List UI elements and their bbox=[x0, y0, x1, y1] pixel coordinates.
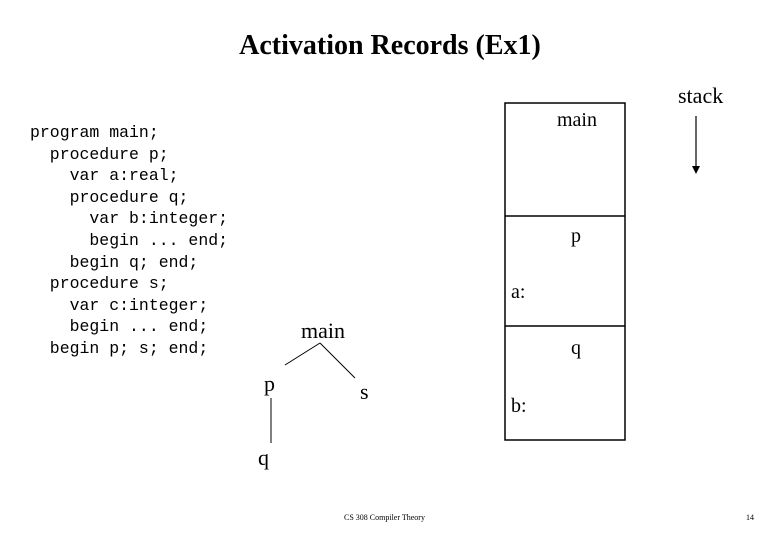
code-line: procedure s; bbox=[30, 274, 169, 294]
code-line: var c:integer; bbox=[30, 295, 209, 315]
code-line: procedure p; bbox=[30, 144, 169, 164]
footer-course: CS 308 Compiler Theory bbox=[344, 513, 425, 522]
code-line: begin ... end; bbox=[30, 317, 209, 337]
stack-frame-p-label: p bbox=[571, 225, 581, 247]
tree-edge-main-p bbox=[284, 342, 321, 366]
code-line: begin ... end; bbox=[30, 230, 229, 250]
code-listing: program main; procedure p; var a:real; p… bbox=[30, 122, 228, 360]
stack-frame-p-var: a: bbox=[511, 281, 526, 303]
stack-frame-main-label: main bbox=[557, 109, 597, 131]
stack-frame-q-label: q bbox=[571, 337, 581, 359]
code-line: begin p; s; end; bbox=[30, 338, 209, 358]
stack-label: stack bbox=[678, 83, 724, 108]
code-line: begin q; end; bbox=[30, 252, 199, 272]
code-line: program main; bbox=[30, 123, 159, 142]
tree-node-p: p bbox=[264, 371, 275, 396]
stack-box bbox=[504, 102, 626, 441]
code-line: var a:real; bbox=[30, 166, 179, 186]
code-line: procedure q; bbox=[30, 187, 189, 207]
stack-arrow-head bbox=[692, 166, 700, 174]
footer-page-number: 14 bbox=[746, 513, 754, 522]
code-line: var b:integer; bbox=[30, 209, 229, 229]
page-title: Activation Records (Ex1) bbox=[239, 30, 541, 61]
stack-frame-q-var: b: bbox=[511, 395, 527, 417]
tree-node-main: main bbox=[301, 318, 345, 343]
tree-node-q: q bbox=[258, 445, 269, 470]
tree-edge-main-s bbox=[319, 342, 356, 379]
tree-node-s: s bbox=[360, 379, 369, 404]
